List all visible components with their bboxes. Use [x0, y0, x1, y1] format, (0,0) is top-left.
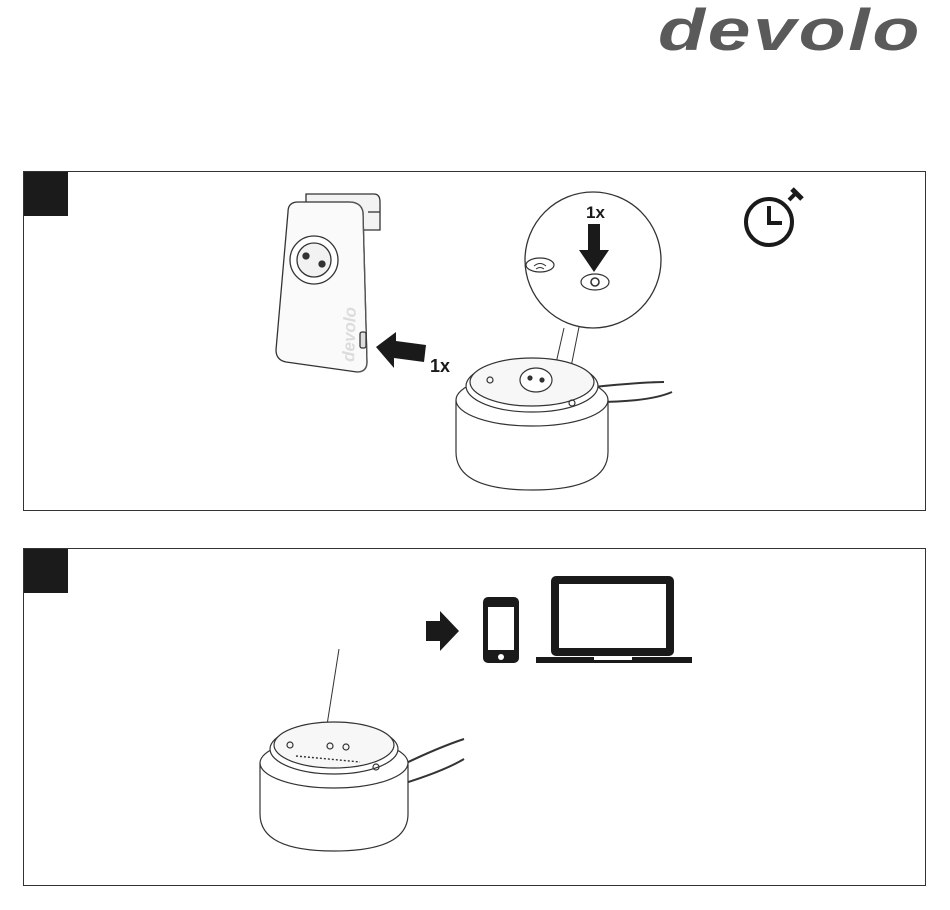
step-2-illustration	[24, 549, 924, 884]
smartphone-icon	[483, 597, 519, 663]
adapter-brand-mark: devolo	[339, 307, 360, 362]
pair-button-icon	[581, 274, 609, 290]
press-count-adapter: 1x	[430, 356, 450, 376]
arrow-left-icon	[376, 332, 426, 368]
device-base-icon	[456, 358, 672, 490]
stopwatch-icon	[746, 189, 802, 245]
step-1-panel: devolo 1x 1x	[23, 171, 926, 511]
step-2-panel	[23, 548, 926, 886]
step-1-illustration: devolo 1x 1x	[24, 172, 924, 509]
device-base-icon	[260, 722, 464, 851]
svg-text:devolo: devolo	[658, 4, 922, 54]
press-count-button: 1x	[586, 203, 605, 222]
devolo-logo: devolo	[656, 4, 926, 54]
wifi-button-icon	[526, 258, 554, 272]
laptop-icon	[536, 576, 692, 663]
power-adapter-icon	[276, 194, 380, 372]
arrow-right-icon	[426, 611, 459, 651]
